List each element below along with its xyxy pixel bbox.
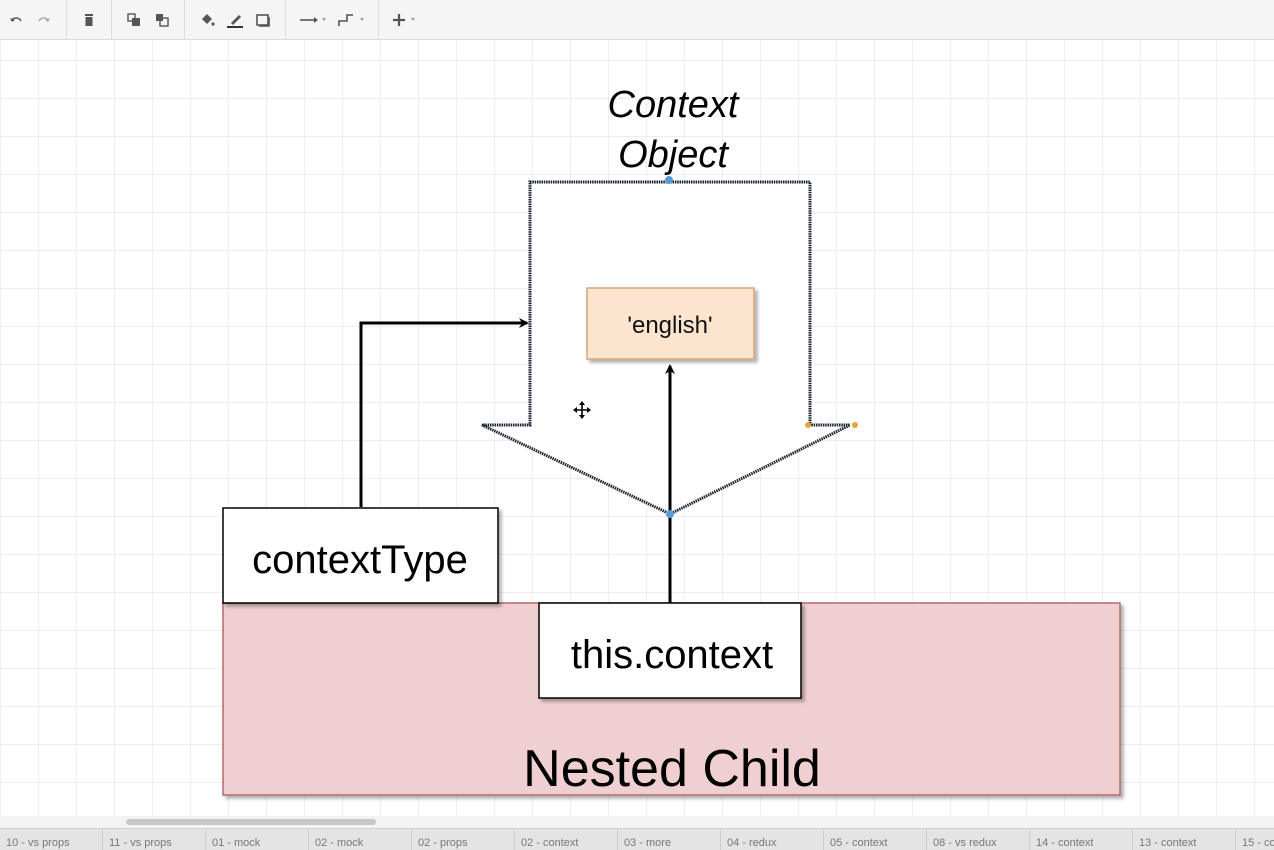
nested-child-label: Nested Child xyxy=(523,740,821,798)
page-tab[interactable]: 01 - mock xyxy=(206,829,309,850)
fill-color-icon[interactable] xyxy=(193,6,221,34)
page-tab[interactable]: 13 - context xyxy=(1133,829,1236,850)
connection-icon[interactable] xyxy=(294,6,332,34)
shadow-icon[interactable] xyxy=(249,6,277,34)
delete-icon[interactable] xyxy=(75,6,103,34)
waypoints-icon[interactable] xyxy=(332,6,370,34)
context-type-label: contextType xyxy=(252,538,468,582)
toolbar-group-style xyxy=(185,0,286,40)
to-back-icon[interactable] xyxy=(148,6,176,34)
page-tab[interactable]: 11 - vs props xyxy=(103,829,206,850)
selection-handle-right-inner[interactable] xyxy=(805,422,811,428)
toolbar xyxy=(0,0,1274,40)
context-type-box[interactable] xyxy=(222,507,499,604)
english-value-label: 'english' xyxy=(627,312,712,339)
selection-handle-right-outer[interactable] xyxy=(852,422,858,428)
selection-handle-bottom[interactable] xyxy=(666,510,674,518)
page-tab[interactable]: 10 - vs props xyxy=(0,829,103,850)
page-tab[interactable]: 05 - context xyxy=(824,829,927,850)
page-tab[interactable]: 14 - context xyxy=(1030,829,1133,850)
line-color-icon[interactable] xyxy=(221,6,249,34)
selection-handle-top[interactable] xyxy=(665,176,673,184)
horizontal-scrollbar[interactable] xyxy=(0,816,1274,828)
redo-icon[interactable] xyxy=(30,6,58,34)
context-object-title-line1: Context xyxy=(608,84,740,126)
diagram-svg: Nested Child Context Object 'english' xyxy=(222,84,1121,798)
toolbar-group-history xyxy=(0,0,67,40)
page-tab[interactable]: 08 - vs redux xyxy=(927,829,1030,850)
page-tab[interactable]: 03 - more xyxy=(618,829,721,850)
this-context-box[interactable] xyxy=(538,602,802,699)
page-tab[interactable]: 02 - context xyxy=(515,829,618,850)
drawing-canvas[interactable]: Nested Child Context Object 'english' xyxy=(0,40,1274,816)
undo-icon[interactable] xyxy=(2,6,30,34)
toolbar-group-connection xyxy=(286,0,379,40)
context-object-title-line2: Object xyxy=(618,134,729,176)
insert-icon[interactable] xyxy=(387,6,425,34)
toolbar-group-edit xyxy=(67,0,112,40)
page-tab[interactable]: 02 - props xyxy=(412,829,515,850)
scrollbar-thumb[interactable] xyxy=(126,819,376,825)
connector-context-type[interactable] xyxy=(359,318,529,507)
this-context-label: this.context xyxy=(571,633,773,677)
page-tab[interactable]: 04 - redux xyxy=(721,829,824,850)
english-value-box[interactable] xyxy=(586,287,755,360)
move-cursor-icon xyxy=(573,401,591,419)
page-tab[interactable]: 02 - mock xyxy=(309,829,412,850)
to-front-icon[interactable] xyxy=(120,6,148,34)
toolbar-group-order xyxy=(112,0,185,40)
toolbar-group-insert xyxy=(379,0,433,40)
page-tab[interactable]: 15 - co xyxy=(1236,829,1274,850)
